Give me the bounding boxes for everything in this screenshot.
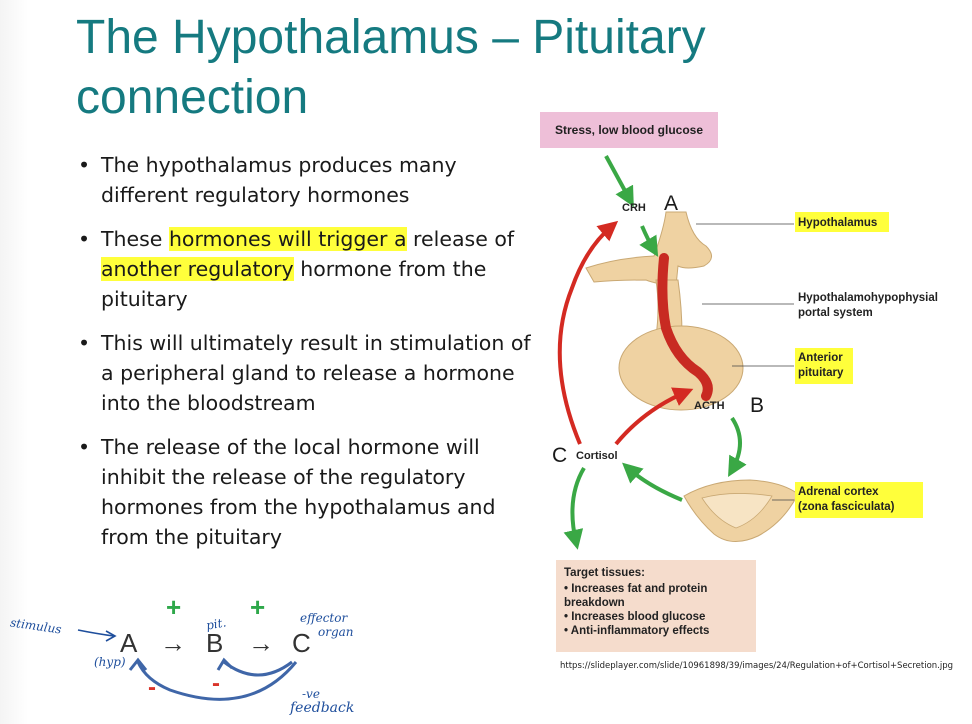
bullet-3-text: This will ultimately result in stimulati… [101, 331, 531, 415]
acth-to-adrenal-arrow [728, 416, 747, 477]
bullet-2-text-a: These [101, 227, 169, 251]
anterior-label-2: pituitary [798, 367, 844, 379]
stimulus-arrow-head [105, 630, 117, 642]
figure-drawing [557, 155, 923, 550]
feedback-curve-to-a [136, 661, 298, 701]
slide-title: The Hypothalamus – Pituitary connection [76, 11, 706, 124]
pit-note: pit. [204, 615, 228, 633]
hw-letter-a: A [120, 628, 138, 658]
target-tissues-title: Target tissues: [564, 567, 645, 579]
stimulus-arrow [77, 629, 115, 637]
portal-label-2: portal system [798, 307, 873, 319]
bullet-2-text-c: hormone from the pituitary [101, 257, 487, 311]
portal-vessel [657, 253, 713, 401]
bullet-4-text: The release of the local hormone will in… [101, 435, 496, 549]
bullet-2-text-b: release of [406, 227, 515, 251]
hypothalamus-shape [585, 211, 712, 287]
hw-letter-c: C [292, 628, 311, 658]
adrenal-inner [701, 493, 773, 529]
bullet-4: The release of the local hormone will in… [76, 432, 536, 552]
minus-sign-1: - [148, 674, 156, 701]
cortisol-to-pituitary-feedback-arrow [614, 387, 694, 446]
portal-label-1: Hypothalamohypophysial [798, 292, 938, 304]
adrenal-label-1: Adrenal cortex [798, 486, 879, 498]
hyp-note: (hyp) [94, 655, 126, 669]
hypothalamus-label: Hypothalamus [798, 217, 878, 229]
plus-sign-1: + [166, 592, 182, 622]
feedback-arrowhead-b [216, 657, 234, 671]
letter-b: B [750, 394, 765, 417]
bullet-1-text: The hypothalamus produces many different… [101, 153, 457, 207]
handwriting-strokes [77, 629, 298, 701]
neg-feedback-note-2: feedback [290, 700, 355, 716]
handwritten-annotation: stimulus A → B → C + + - - (hyp) pit. ef… [0, 590, 420, 724]
bullet-list: The hypothalamus produces many different… [76, 150, 536, 566]
effector-note-1: effector [300, 611, 348, 625]
cortisol-regulation-figure: Stress, low blood glucose CRH A Hypothal… [536, 108, 972, 688]
anterior-label-1: Anterior [798, 352, 843, 364]
anterior-highlight [795, 348, 853, 384]
adrenal-label-2: (zona fasciculata) [798, 501, 895, 513]
cortisol-to-hypothalamus-feedback-arrow [557, 220, 619, 445]
neg-feedback-note-1: -ve [302, 687, 320, 701]
adrenal-to-cortisol-arrow [622, 462, 683, 502]
hw-arrow-2: → [248, 628, 274, 658]
effector-note-2: organ [318, 625, 354, 639]
bullet-2: These hormones will trigger a release of… [76, 224, 536, 314]
crh-label: CRH [622, 202, 646, 214]
bullet-2-highlight-2: another regulatory [101, 257, 294, 281]
hypothalamus-highlight [795, 212, 889, 232]
target-item: • Anti-inflammatory effects [564, 625, 710, 637]
letter-a: A [664, 192, 679, 215]
source-url: https://slideplayer.com/slide/10961898/3… [560, 661, 954, 671]
adrenal-highlight [795, 482, 923, 518]
stress-box: Stress, low blood glucose [540, 112, 718, 148]
bullet-1: The hypothalamus produces many different… [76, 150, 536, 210]
feedback-curve-to-b [223, 660, 293, 677]
feedback-arrowhead-a [128, 657, 148, 671]
target-tissues-box: Target tissues: • Increases fat and prot… [556, 560, 756, 652]
hw-letter-b: B [206, 628, 224, 658]
crh-to-hypothalamus-arrow [639, 225, 659, 257]
bullet-2-highlight-1: hormones will trigger a [168, 227, 407, 251]
cortisol-to-target-arrow [563, 466, 586, 550]
letter-c: C [552, 444, 568, 467]
bullet-3: This will ultimately result in stimulati… [76, 328, 536, 418]
plus-sign-2: + [250, 592, 266, 622]
cortisol-label: Cortisol [576, 450, 618, 462]
pituitary-shape [618, 325, 744, 411]
stress-to-crh-arrow [604, 155, 634, 208]
acth-label: ACTH [694, 400, 725, 412]
target-item: • Increases fat and protein breakdown [564, 583, 708, 609]
target-item: • Increases blood glucose [564, 611, 706, 623]
hw-arrow-1: → [160, 628, 186, 658]
minus-sign-2: - [212, 670, 220, 697]
